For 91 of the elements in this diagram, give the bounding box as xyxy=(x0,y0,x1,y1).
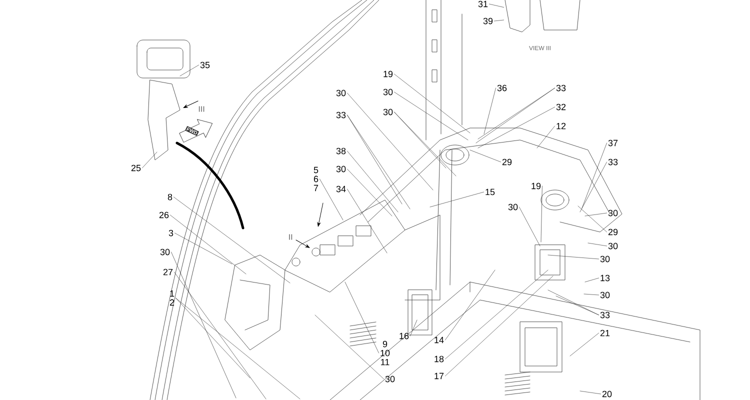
callout-number: 8 xyxy=(168,194,172,200)
callout-number: 14 xyxy=(434,336,444,344)
callout-number: 30 xyxy=(160,248,170,256)
leader-line xyxy=(430,192,484,208)
leader-line xyxy=(142,152,158,168)
leader-line xyxy=(445,270,548,360)
leader-line xyxy=(445,270,496,340)
leader-line xyxy=(588,242,607,246)
leader-line xyxy=(484,88,496,134)
callout-number: 30 xyxy=(336,90,346,96)
callout-number: 33 xyxy=(600,312,610,318)
callout-number: 34 xyxy=(336,186,346,192)
callout-number: 13 xyxy=(600,274,610,282)
leader-line xyxy=(584,294,599,296)
leader-line xyxy=(580,162,607,212)
callout-number: 30 xyxy=(383,108,393,116)
leader-line xyxy=(494,20,504,22)
leader-line xyxy=(347,150,398,212)
callout-number: 1 2 xyxy=(170,290,174,306)
leader-line xyxy=(578,206,607,232)
callout-number: 30 xyxy=(600,292,610,298)
callout-number: 30 xyxy=(336,166,346,172)
callout-number: 21 xyxy=(600,330,610,336)
callout-number: 33 xyxy=(556,84,566,92)
leader-line xyxy=(344,282,379,354)
callout-number: 19 xyxy=(384,70,393,78)
leader-line xyxy=(445,276,554,376)
callout-number: 30 xyxy=(383,88,393,96)
leader-line xyxy=(171,252,236,398)
leader-line xyxy=(180,64,199,76)
leader-line xyxy=(170,214,246,274)
leader-line xyxy=(536,126,555,148)
callout-number: 15 xyxy=(486,188,495,196)
leader-line xyxy=(347,92,434,190)
leader-line xyxy=(470,150,501,162)
callout-number: 33 xyxy=(608,158,618,166)
callout-number: 5 6 7 xyxy=(314,166,318,192)
leader-line xyxy=(174,272,266,400)
leader-line xyxy=(548,254,599,260)
callout-number: 12 xyxy=(556,122,566,130)
leader-line xyxy=(570,332,599,356)
leader-line xyxy=(519,206,540,246)
leader-line xyxy=(347,114,410,210)
callout-number: 17 xyxy=(434,372,444,380)
leader-line xyxy=(320,178,344,220)
callout-number: 37 xyxy=(608,140,618,146)
callout-number: 30 xyxy=(508,204,518,210)
leader-line xyxy=(174,196,290,284)
leader-line xyxy=(540,186,542,242)
callout-number: 19 xyxy=(532,182,541,190)
leader-line xyxy=(314,314,384,380)
leader-line xyxy=(548,290,599,316)
bracket-drawing xyxy=(504,0,580,32)
leader-line xyxy=(582,142,607,208)
leader-line xyxy=(347,114,402,204)
leader-line xyxy=(410,320,418,336)
callout-number: 3 xyxy=(168,230,174,236)
callout-number: 31 xyxy=(478,0,488,8)
callout-number: 30 xyxy=(385,376,395,382)
leader-line xyxy=(394,74,470,134)
leader-line xyxy=(478,106,555,148)
callout-number: 9 10 11 xyxy=(380,340,390,366)
leader-line xyxy=(489,4,504,8)
leader-line xyxy=(174,232,232,264)
callout-number: 29 xyxy=(502,158,512,166)
callout-number: 36 xyxy=(497,84,507,92)
callout-number: 16 xyxy=(400,332,409,340)
callout-number: 25 xyxy=(131,164,141,172)
leader-line xyxy=(556,296,599,316)
callout-number: 27 xyxy=(163,268,173,276)
leader-line xyxy=(176,298,250,378)
leader-line xyxy=(347,188,388,254)
callout-number: 30 xyxy=(600,256,610,262)
callout-number: 39 xyxy=(483,18,493,24)
leader-line xyxy=(394,112,456,176)
callout-number: 18 xyxy=(434,356,444,362)
callout-number: 20 xyxy=(602,390,612,398)
leader-line xyxy=(584,212,607,216)
callout-number: 26 xyxy=(159,212,169,218)
callout-number: 38 xyxy=(336,148,346,154)
leader-line xyxy=(580,390,601,394)
callout-number: 30 xyxy=(608,242,618,250)
leader-line xyxy=(347,168,392,216)
leader-line xyxy=(394,92,468,140)
callout-number: 29 xyxy=(608,228,618,236)
callout-number: 30 xyxy=(608,210,618,216)
callout-number: 32 xyxy=(556,104,566,110)
leader-line xyxy=(176,298,300,400)
callout-number: 33 xyxy=(336,112,346,118)
callout-number: 35 xyxy=(200,62,210,68)
leader-line xyxy=(584,278,599,282)
